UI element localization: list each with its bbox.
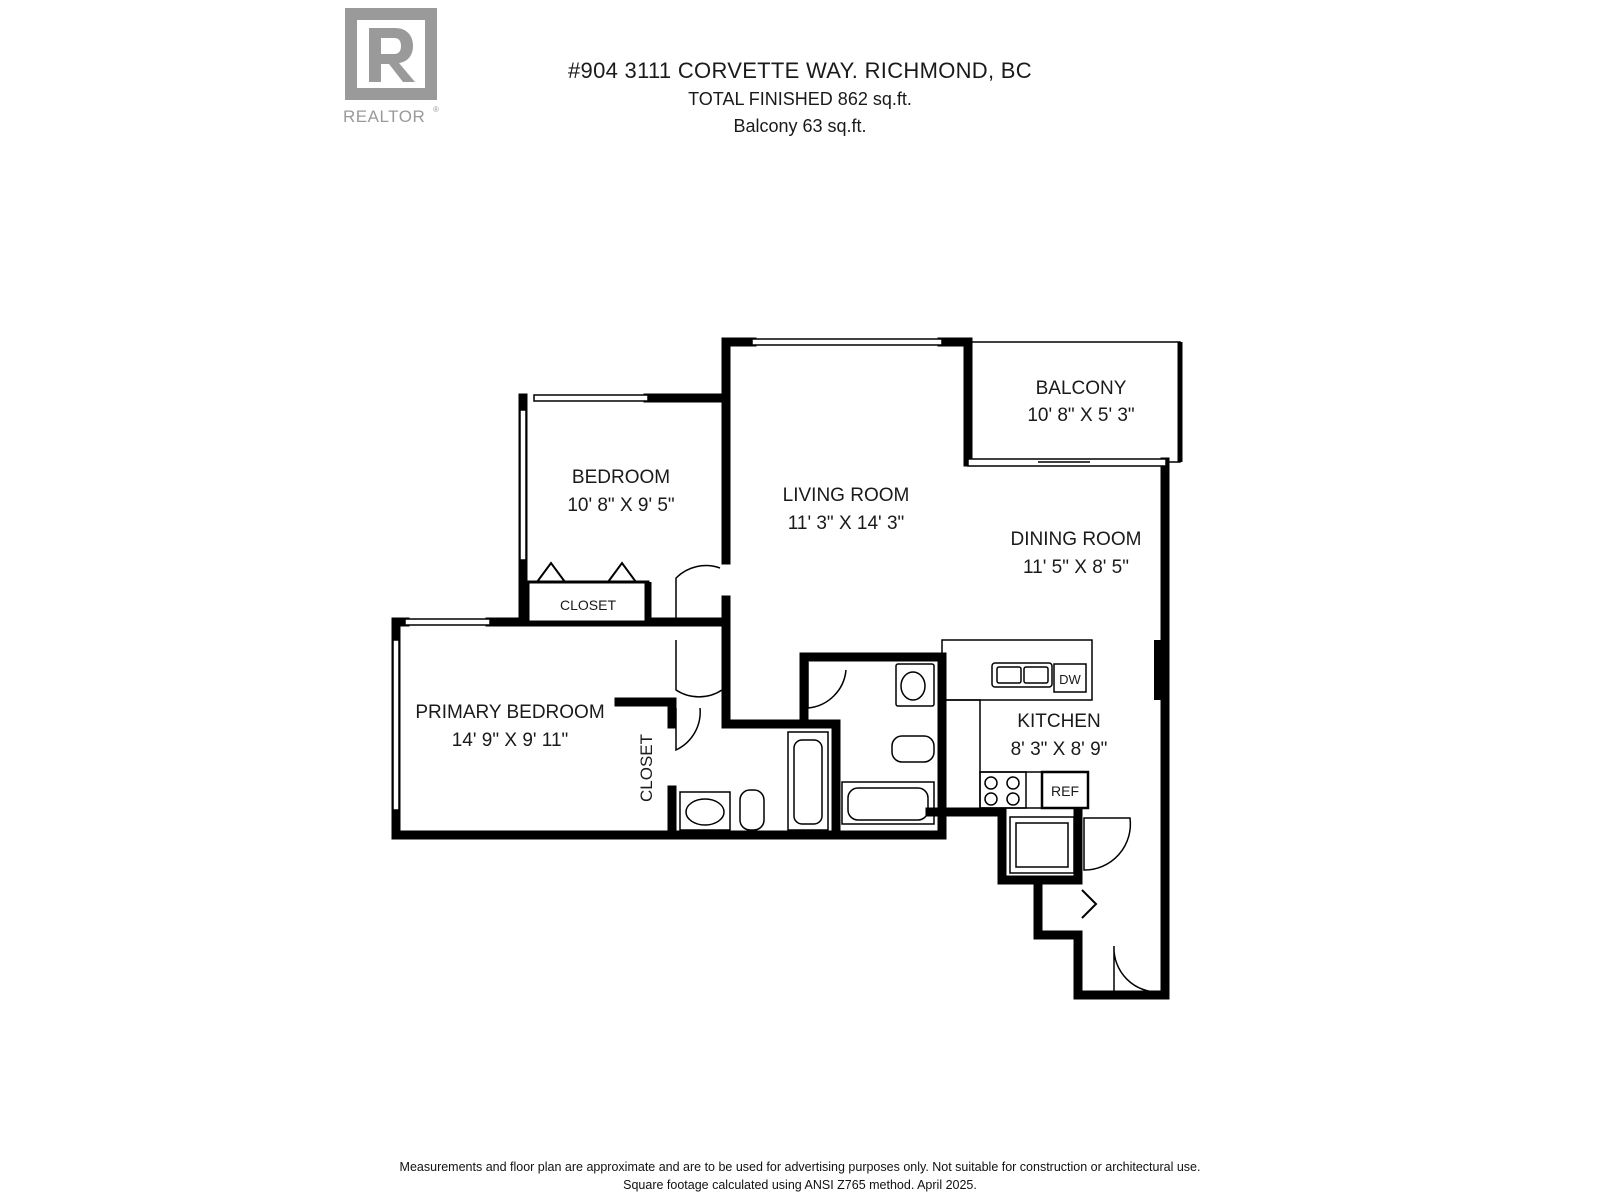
balcony-name: BALCONY [1036, 378, 1127, 399]
primary-bedroom-name: PRIMARY BEDROOM [415, 702, 604, 723]
balcony [967, 341, 1183, 467]
dining-room-name: DINING ROOM [1011, 529, 1142, 550]
disclaimer: Measurements and floor plan are approxim… [300, 1158, 1300, 1194]
wall-panel [1154, 640, 1168, 700]
room-labels: BALCONY 10' 8" X 5' 3" BEDROOM 10' 8" X … [415, 378, 1141, 802]
walls [391, 337, 1170, 1000]
bathroom-fixtures [679, 663, 935, 831]
kitchen-name: KITCHEN [1017, 711, 1100, 732]
balcony-area: Balcony 63 sq.ft. [733, 116, 867, 136]
stove-icon [979, 771, 1027, 809]
dishwasher-label: DW [1059, 672, 1081, 687]
dining-room-dims: 11' 5" X 8' 5" [1023, 557, 1129, 578]
bedroom-name: BEDROOM [572, 467, 670, 488]
bedroom-closet [526, 561, 652, 624]
washer-dryer-icon [1009, 816, 1075, 874]
kitchen-dims: 8' 3" X 8' 9" [1011, 739, 1108, 760]
realtor-logo: REALTOR ® [343, 6, 445, 126]
refrigerator-label: REF [1051, 783, 1079, 799]
primary-closet-label: CLOSET [637, 734, 656, 802]
balcony-dims: 10' 8" X 5' 3" [1027, 405, 1134, 426]
realtor-r-logo-icon: REALTOR ® [343, 8, 439, 126]
living-room-dims: 11' 3" X 14' 3" [788, 513, 905, 534]
disclaimer-line-2: Square footage calculated using ANSI Z76… [623, 1178, 977, 1192]
realtor-logo-text: REALTOR [343, 107, 425, 126]
windows [392, 338, 943, 811]
doors [675, 564, 1161, 993]
dishwasher: DW [1053, 663, 1087, 693]
total-finished-area: TOTAL FINISHED 862 sq.ft. [688, 89, 912, 109]
listing-header: #904 3111 CORVETTE WAY. RICHMOND, BC TOT… [440, 56, 1160, 140]
svg-text:®: ® [433, 105, 439, 114]
listing-address: #904 3111 CORVETTE WAY. RICHMOND, BC [568, 58, 1032, 83]
disclaimer-line-1: Measurements and floor plan are approxim… [399, 1160, 1201, 1174]
bedroom-dims: 10' 8" X 9' 5" [567, 495, 674, 516]
refrigerator: REF [1040, 770, 1090, 810]
living-room-name: LIVING ROOM [783, 485, 910, 506]
bedroom-closet-label: CLOSET [560, 597, 616, 613]
primary-bedroom-dims: 14' 9" X 9' 11" [452, 730, 569, 751]
kitchen-sink-icon [991, 662, 1053, 688]
